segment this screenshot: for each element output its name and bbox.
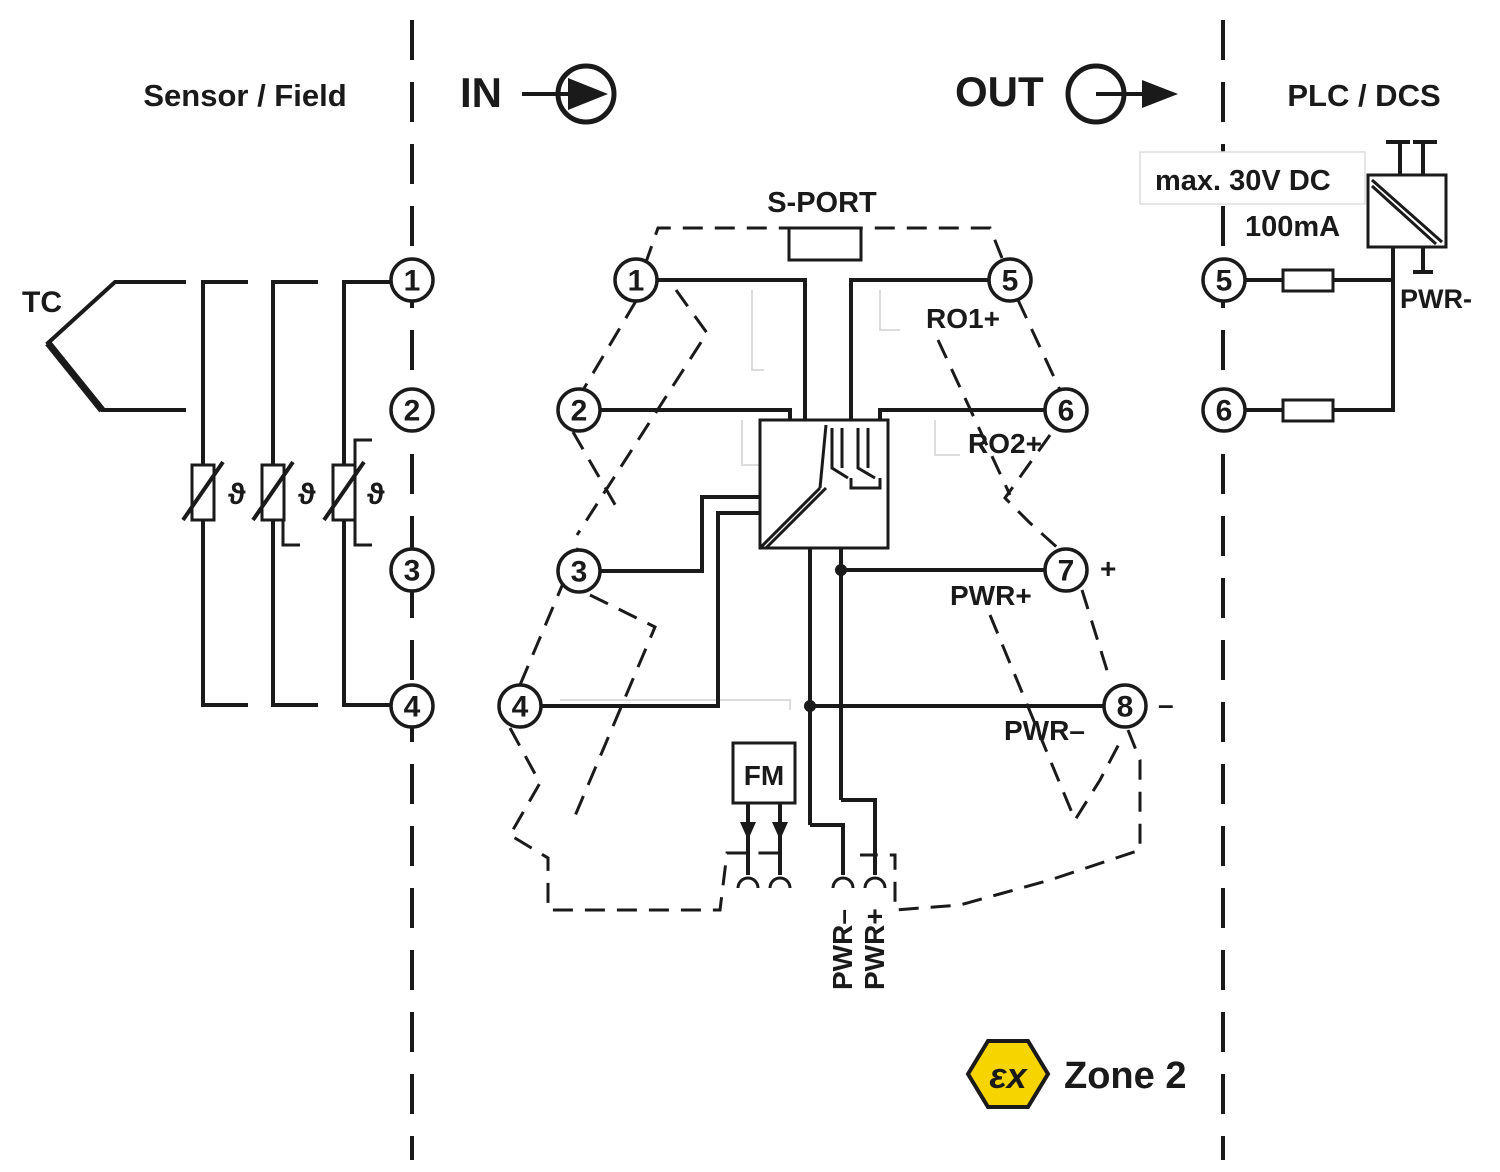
pwr-plus-label: PWR+ [950, 580, 1032, 611]
relay-switch-icon [830, 428, 882, 490]
plc-terminal-6: 6 [1201, 387, 1247, 433]
rtd-theta-symbol: ϑ [367, 478, 385, 511]
svg-text:7: 7 [1058, 555, 1075, 588]
input-terminal-3: 3 [556, 548, 602, 594]
fm-arrows-icon [740, 803, 788, 875]
svg-text:4: 4 [512, 691, 529, 724]
out-arrow-icon [1065, 63, 1178, 125]
fm-label: FM [744, 760, 784, 791]
svg-text:2: 2 [571, 395, 588, 428]
minus-sign: – [1158, 689, 1174, 720]
svg-text:1: 1 [628, 265, 645, 298]
plc-terminal-5: 5 [1201, 257, 1247, 303]
bus-pwr-minus-label: PWR– [827, 909, 858, 990]
junction-dot [804, 700, 816, 712]
svg-text:4: 4 [404, 691, 421, 724]
rtd-element-2: ϑ [251, 280, 318, 707]
ro2-label: RO2+ [968, 428, 1042, 459]
plc-wiring [1245, 247, 1395, 423]
plus-sign: + [1100, 553, 1116, 584]
field-terminal-4: 4 [389, 683, 435, 729]
max-current-label: 100mA [1245, 211, 1340, 243]
svg-text:6: 6 [1058, 395, 1075, 428]
output-terminal-6: 6 [1043, 387, 1089, 433]
svg-text:3: 3 [404, 555, 421, 588]
rtd-element-1: ϑ [181, 280, 248, 707]
thermocouple-icon [45, 280, 186, 413]
max-voltage-box [1139, 151, 1366, 205]
output-terminal-5: 5 [987, 257, 1033, 303]
pwr-minus-label: PWR– [1004, 715, 1085, 746]
rtd-theta-symbol: ϑ [228, 478, 246, 511]
field-terminal-3: 3 [389, 547, 435, 593]
plc-power-supply-icon [1366, 140, 1448, 274]
s-port-label: S-PORT [767, 187, 877, 219]
in-arrow-icon [522, 63, 617, 125]
out-heading: OUT [955, 68, 1044, 115]
bus-pwr-plus-label: PWR+ [859, 908, 890, 990]
bus-connector-icons [736, 876, 887, 889]
max-voltage-label: max. 30V DC [1155, 165, 1331, 197]
ro1-label: RO1+ [926, 303, 1000, 334]
svg-text:1: 1 [404, 265, 421, 298]
ex-mark: εx [989, 1055, 1028, 1096]
input-terminal-4: 4 [497, 683, 543, 729]
module-internal-wiring [541, 278, 1104, 875]
fm-block [731, 741, 797, 805]
sensor-field-heading: Sensor / Field [143, 78, 346, 113]
svg-text:5: 5 [1216, 265, 1233, 298]
module-housing-outline [507, 226, 1142, 912]
ex-zone-badge: εx Zone 2 [965, 1039, 1186, 1109]
svg-text:6: 6 [1216, 395, 1233, 428]
junction-dot [835, 564, 847, 576]
field-terminal-2: 2 [389, 387, 435, 433]
zone-label: Zone 2 [1064, 1055, 1186, 1097]
in-heading: IN [460, 69, 502, 116]
ex-hexagon-icon [965, 1039, 1051, 1109]
tc-label: TC [22, 286, 62, 319]
input-terminal-1: 1 [613, 257, 659, 303]
output-terminal-8: 8 [1102, 683, 1148, 729]
output-terminal-7: 7 [1043, 547, 1089, 593]
svg-text:5: 5 [1002, 265, 1019, 298]
rtd-element-3: ϑ [322, 280, 390, 707]
plc-dcs-heading: PLC / DCS [1287, 78, 1440, 113]
input-terminal-2: 2 [556, 387, 602, 433]
s-port-connector [787, 226, 863, 262]
rtd-theta-symbol: ϑ [298, 478, 316, 511]
svg-text:2: 2 [404, 395, 421, 428]
ghost-traces [560, 290, 960, 710]
svg-text:3: 3 [571, 556, 588, 589]
svg-text:8: 8 [1117, 691, 1134, 724]
plc-pwr-minus-label: PWR- [1400, 284, 1472, 314]
field-terminal-1: 1 [389, 257, 435, 303]
